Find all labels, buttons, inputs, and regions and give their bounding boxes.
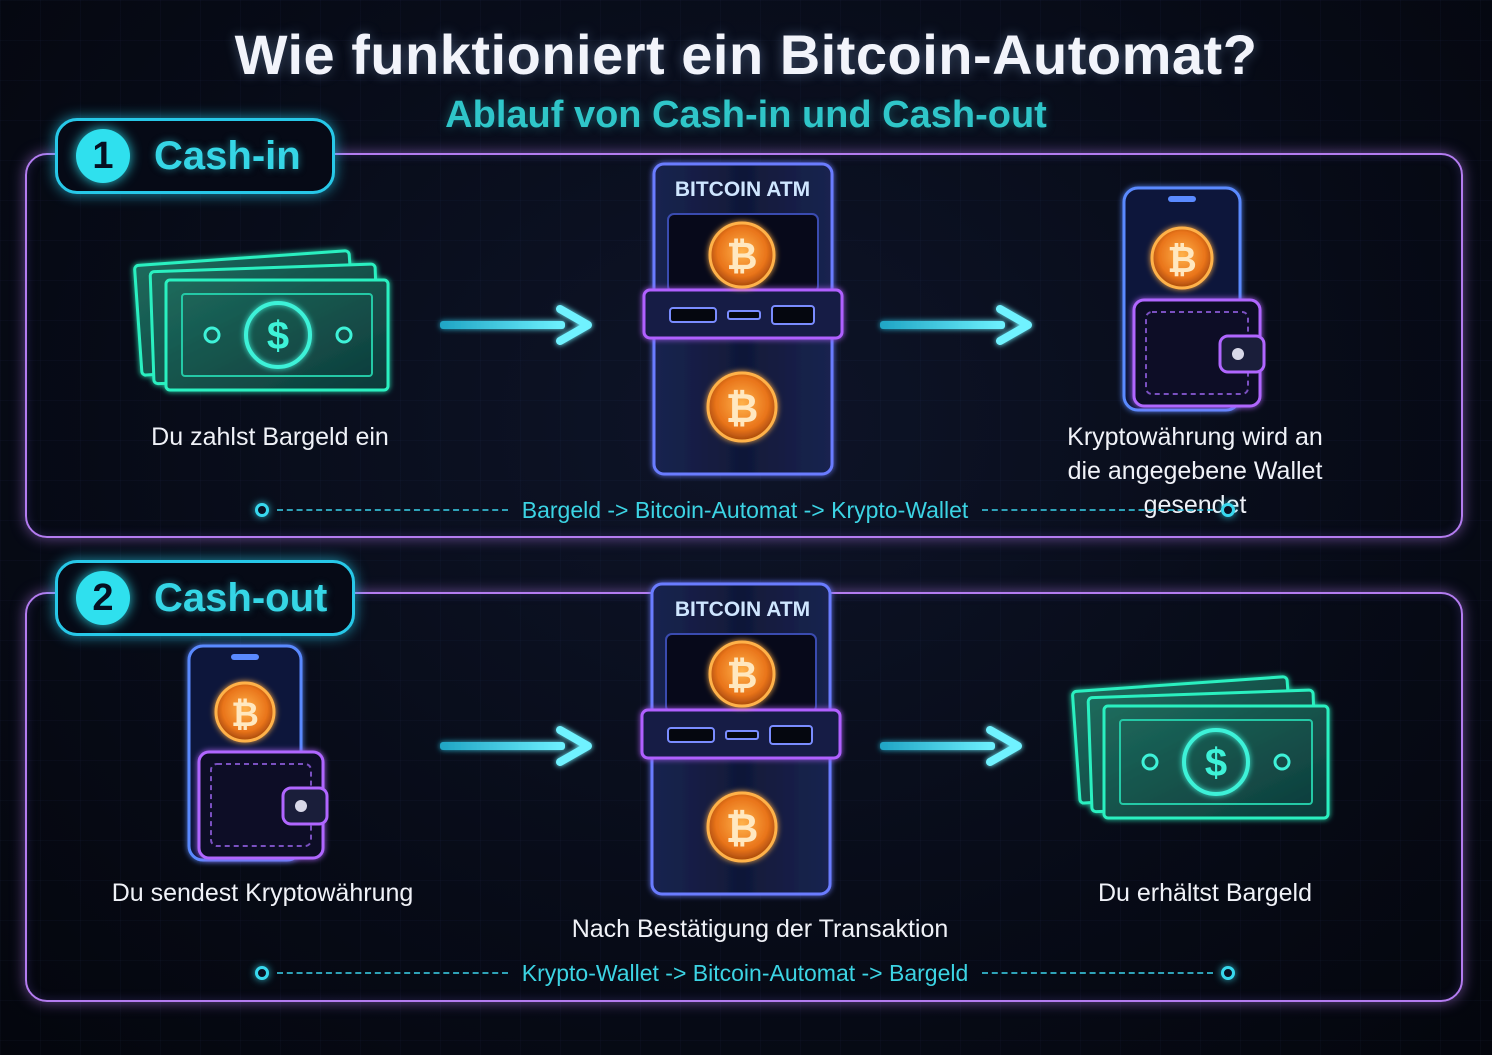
cash-icon: $ <box>133 249 390 392</box>
flow-start-dot <box>255 503 269 517</box>
flow-end-dot <box>1221 966 1236 980</box>
flow-text: Krypto-Wallet -> Bitcoin-Automat -> Barg… <box>521 959 969 986</box>
cash-in-panel <box>25 153 1463 538</box>
bitcoin-atm-icon: ₿ ₿ <box>640 582 842 896</box>
step-right-line1: Kryptowährung wird an <box>1067 423 1323 451</box>
atm-label: BITCOIN ATM <box>674 178 811 201</box>
cash-icon: $ <box>1071 675 1330 820</box>
flow-start-dot <box>255 966 269 980</box>
flow-dash <box>277 509 508 511</box>
step-left-caption: Du zahlst Bargeld ein <box>151 423 389 451</box>
cash-in-badge: 1 Cash-in <box>55 118 335 194</box>
flow-end-dot <box>1221 503 1236 517</box>
flow-dash <box>277 972 508 974</box>
svg-text:₿: ₿ <box>727 655 758 697</box>
svg-text:₿: ₿ <box>726 807 759 851</box>
phone-wallet-icon: ₿ <box>187 644 329 862</box>
flow-dash <box>982 509 1214 511</box>
flow-text: Bargeld -> Bitcoin-Automat -> Krypto-Wal… <box>521 496 969 523</box>
arrow-right-icon <box>880 726 1022 766</box>
svg-text:₿: ₿ <box>231 696 259 734</box>
section-label: Cash-out <box>154 575 328 620</box>
svg-text:₿: ₿ <box>727 236 758 278</box>
atm-label: BITCOIN ATM <box>674 598 811 621</box>
bitcoin-atm-icon: ₿ ₿ <box>642 162 844 476</box>
flow-dash <box>982 972 1214 974</box>
phone-wallet-icon: ₿ <box>1122 186 1266 412</box>
flow-line: Krypto-Wallet -> Bitcoin-Automat -> Barg… <box>255 959 1236 986</box>
step-right-caption: Kryptowährung wird an die angegebene Wal… <box>1020 420 1370 522</box>
section-label: Cash-in <box>154 133 301 178</box>
svg-text:$: $ <box>267 314 289 358</box>
step-right-caption: Du erhältst Bargeld <box>1097 879 1312 907</box>
step-number-badge: 1 <box>76 129 130 183</box>
page-subtitle: Ablauf von Cash-in und Cash-out <box>445 94 1047 136</box>
arrow-right-icon <box>440 726 592 766</box>
step-middle-caption: Nach Bestätigung der Transaktion <box>571 915 949 943</box>
cash-out-badge: 2 Cash-out <box>55 560 355 636</box>
svg-text:₿: ₿ <box>726 387 759 431</box>
arrow-right-icon <box>440 305 592 345</box>
arrow-right-icon <box>880 305 1032 345</box>
step-left-caption: Du sendest Kryptowährung <box>111 879 414 907</box>
flow-line: Bargeld -> Bitcoin-Automat -> Krypto-Wal… <box>255 496 1236 523</box>
step-number-badge: 2 <box>76 571 130 625</box>
svg-text:₿: ₿ <box>1167 239 1196 280</box>
page-title: Wie funktioniert ein Bitcoin-Automat? <box>234 23 1258 86</box>
svg-text:$: $ <box>1205 741 1227 785</box>
